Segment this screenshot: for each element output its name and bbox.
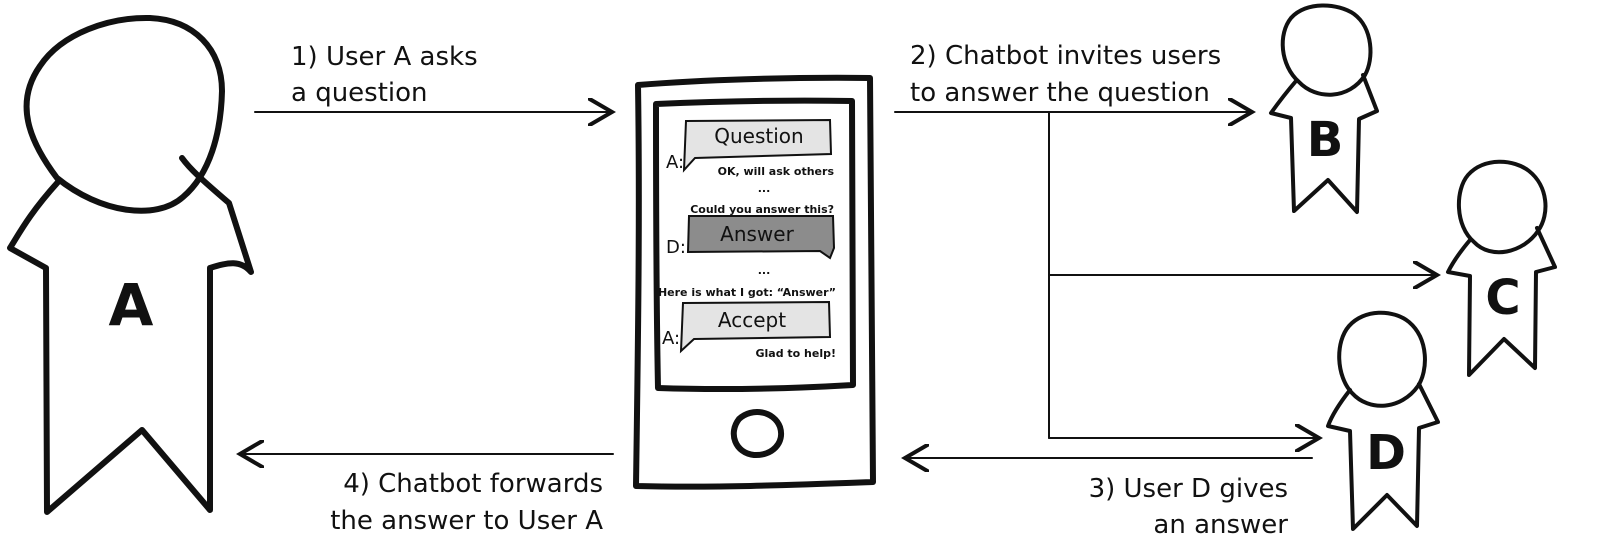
chatbot-ok-message: OK, will ask others — [718, 165, 835, 178]
person-b: B — [1269, 3, 1379, 214]
step-2-line-1: 2) Chatbot invites users — [910, 41, 1221, 71]
question-bubble-label: Question — [714, 124, 803, 148]
phone-body — [633, 74, 876, 490]
accept-bubble — [679, 300, 832, 354]
step-4-line-2: the answer to User A — [330, 506, 603, 536]
step-3-line-1: 3) User D gives — [1089, 474, 1288, 504]
person-c-head — [1456, 159, 1548, 255]
step-2-line-2: to answer the question — [910, 78, 1210, 108]
person-b-label: B — [1307, 112, 1344, 168]
step-1-line-2: a question — [291, 78, 428, 108]
person-a: A — [7, 14, 254, 515]
answer-speaker: D: — [666, 237, 686, 258]
person-a-label: A — [109, 271, 154, 339]
accept-bubble-label: Accept — [718, 308, 786, 332]
person-d-label: D — [1366, 425, 1406, 481]
flow-arrows — [240, 112, 1437, 458]
phone: Question A: OK, will ask others ... Coul… — [633, 74, 876, 490]
person-c-label: C — [1485, 270, 1520, 326]
person-d: D — [1326, 310, 1440, 531]
chatbot-ellipsis-1: ... — [758, 182, 771, 195]
person-b-outline — [1269, 73, 1379, 214]
answer-bubble — [686, 215, 836, 260]
question-speaker: A: — [666, 152, 684, 173]
question-bubble — [682, 118, 833, 173]
chatbot-thanks-message: Glad to help! — [755, 347, 836, 360]
chatbot-invite-message: Could you answer this? — [690, 203, 834, 216]
step-3-line-2: an answer — [1153, 510, 1288, 540]
accept-speaker: A: — [662, 328, 680, 349]
person-d-head — [1337, 310, 1427, 408]
person-c: C — [1446, 159, 1557, 377]
step-labels: 1) User A asks a question 2) Chatbot inv… — [291, 41, 1288, 540]
person-b-head — [1280, 3, 1373, 97]
phone-home-button — [730, 409, 785, 459]
step-1-line-1: 1) User A asks — [291, 42, 478, 72]
step-4-line-1: 4) Chatbot forwards — [343, 469, 603, 499]
person-c-outline — [1446, 226, 1557, 377]
chatbot-ellipsis-2: ... — [758, 264, 771, 277]
answer-bubble-label: Answer — [720, 222, 794, 246]
person-a-head — [23, 14, 225, 214]
person-d-outline — [1326, 382, 1440, 531]
chatbot-result-message: Here is what I got: “Answer” — [658, 286, 836, 299]
person-a-outline — [7, 155, 254, 515]
phone-screen — [653, 97, 856, 392]
